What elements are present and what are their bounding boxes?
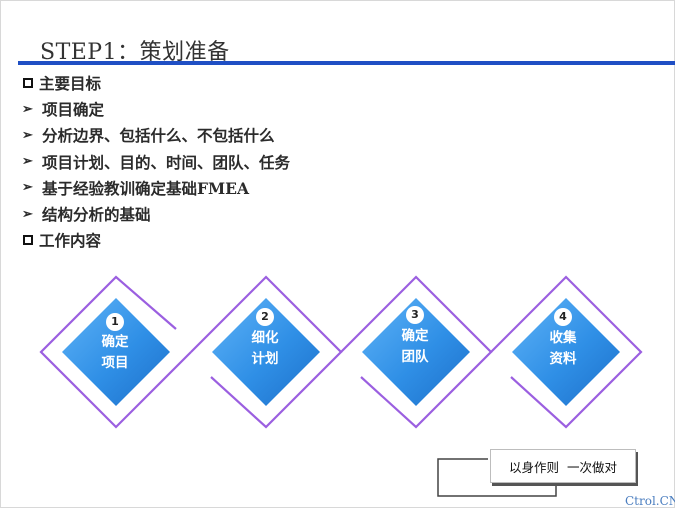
bullet-text: 结构分析的基础 bbox=[42, 205, 151, 225]
bullet-item: 主要目标 bbox=[22, 70, 290, 96]
step-label: 细化 计划 bbox=[230, 328, 300, 370]
watermark-text: Ctrol.CN bbox=[625, 494, 675, 508]
step-outline bbox=[490, 275, 643, 429]
bullet-text: 主要目标 bbox=[39, 74, 102, 94]
arrow-bullet-icon: ➢ bbox=[22, 154, 33, 170]
step-label-line: 确定 bbox=[401, 328, 429, 344]
step-outline bbox=[39, 275, 192, 429]
slide-title: STEP1：策划准备 bbox=[40, 40, 230, 65]
step-label: 确定 团队 bbox=[380, 326, 450, 368]
arrow-bullet-icon: ➢ bbox=[22, 180, 33, 196]
arrow-bullet-icon: ➢ bbox=[22, 127, 33, 143]
step-label-line: 计划 bbox=[251, 351, 279, 367]
step-number-badge: 3 bbox=[406, 306, 424, 324]
bullet-text: 项目确定 bbox=[42, 100, 105, 120]
square-bullet-icon bbox=[23, 235, 33, 246]
bullet-item: ➢ 项目确定 bbox=[22, 96, 290, 122]
arrow-bullet-icon: ➢ bbox=[22, 206, 33, 222]
step-label-line: 细化 bbox=[251, 330, 279, 346]
step-diamond bbox=[62, 298, 170, 406]
step-label-line: 确定 bbox=[101, 334, 129, 350]
motto-box: 以身作则 一次做对 bbox=[490, 449, 636, 483]
bullet-item: 工作内容 bbox=[22, 227, 290, 253]
step-label-line: 项目 bbox=[101, 355, 129, 371]
step-label: 收集 资料 bbox=[528, 328, 598, 370]
step-number-badge: 2 bbox=[256, 308, 274, 326]
bullet-list: 主要目标 ➢ 项目确定 ➢ 分析边界、包括什么、不包括什么 ➢ 项目计划、目的、时间、… bbox=[22, 70, 290, 253]
motto-bracket-line bbox=[437, 458, 557, 497]
bullet-text: 项目计划、目的、时间、团队、任务 bbox=[42, 152, 291, 172]
bullet-text: 分析边界、包括什么、不包括什么 bbox=[42, 126, 275, 146]
bullet-item: ➢ 项目计划、目的、时间、团队、任务 bbox=[22, 149, 290, 175]
bullet-text: 工作内容 bbox=[39, 231, 102, 251]
bullet-item: ➢ 基于经验教训确定基础FMEA bbox=[22, 175, 290, 201]
bullet-text: 基于经验教训确定基础FMEA bbox=[42, 178, 250, 198]
bullet-item: ➢ 结构分析的基础 bbox=[22, 201, 290, 227]
step-label: 确定 项目 bbox=[80, 332, 150, 374]
arrow-bullet-icon: ➢ bbox=[22, 101, 33, 117]
square-bullet-icon bbox=[23, 78, 33, 89]
step-number-badge: 4 bbox=[554, 308, 572, 326]
bullet-item: ➢ 分析边界、包括什么、不包括什么 bbox=[22, 122, 290, 148]
step-diamond bbox=[362, 298, 470, 406]
step-label-line: 收集 bbox=[549, 330, 577, 346]
process-step-1 bbox=[39, 275, 192, 429]
process-step-4 bbox=[490, 275, 643, 429]
step-diamond bbox=[512, 298, 620, 406]
step-number-badge: 1 bbox=[106, 313, 124, 331]
step-label-line: 资料 bbox=[549, 351, 577, 367]
title-underline-bar bbox=[18, 61, 675, 65]
step-diamond bbox=[212, 298, 320, 406]
step-label-line: 团队 bbox=[401, 349, 429, 365]
